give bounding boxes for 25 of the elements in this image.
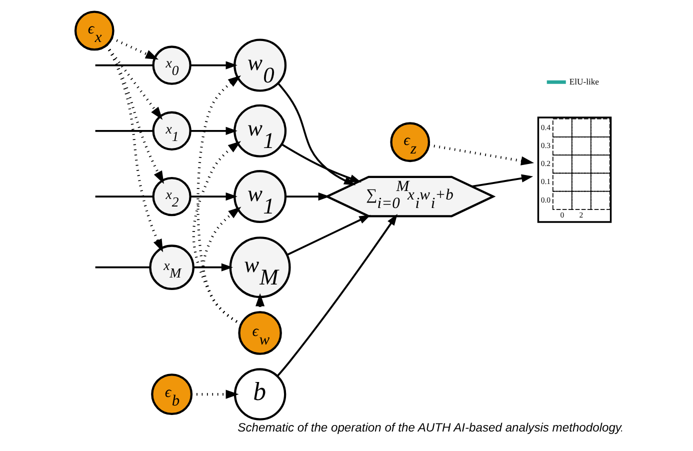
arrow (277, 82, 356, 186)
arrow (196, 75, 242, 326)
arrow (190, 126, 237, 135)
connector (94, 64, 153, 66)
arrow (276, 214, 397, 377)
arrow (284, 192, 330, 201)
arrow (286, 214, 370, 256)
arrow (471, 174, 533, 188)
arrow (105, 44, 163, 252)
arrow (190, 61, 237, 70)
arrow (192, 263, 233, 272)
legend-label: ElU-like (568, 76, 599, 86)
arrow (111, 37, 158, 60)
connector (94, 266, 150, 268)
arrow (190, 192, 237, 201)
node-circle: b (233, 368, 286, 420)
connector (94, 130, 153, 132)
connector (94, 196, 153, 198)
arrow (428, 144, 534, 166)
arrow (104, 44, 164, 184)
arrow (202, 206, 242, 326)
arrow (104, 44, 162, 120)
arrow (190, 390, 238, 399)
arrow (192, 141, 242, 326)
arrow (280, 144, 361, 182)
